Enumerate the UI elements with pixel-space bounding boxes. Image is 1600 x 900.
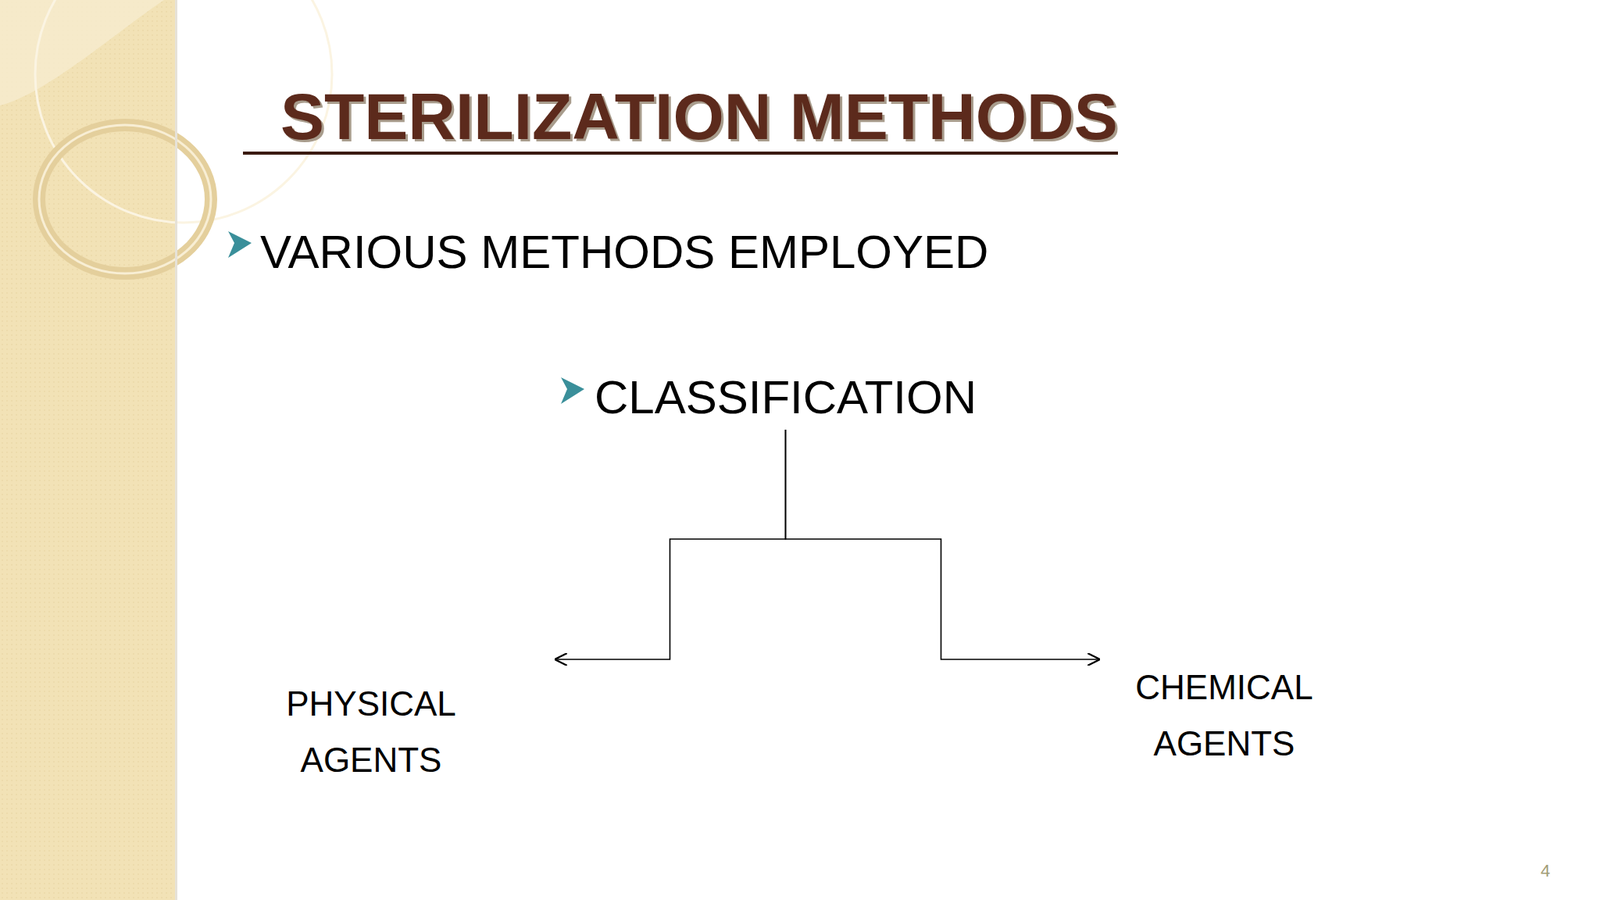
bullet-text: VARIOUS METHODS EMPLOYED [260,224,989,281]
panel-edge [175,0,178,900]
branch-arrow [554,429,786,660]
panel-arc [0,0,165,106]
panel-ring [39,125,211,274]
bullet-arrow [228,231,252,258]
branch-arrow [785,429,1100,660]
node-text: PHYSICAL AGENTS [257,675,485,789]
node-text: CHEMICAL AGENTS [1110,659,1338,772]
node-text: CLASSIFICATION [594,370,977,425]
category-heading: CLASSIFICATION [589,370,982,425]
category-box: CHEMICAL AGENTS [1100,640,1338,780]
slide-title: STERILIZATION METHODS [242,81,1118,155]
bullet-arrow [560,377,585,404]
category-box: PHYSICAL AGENTS [257,640,555,797]
panel-ring [39,125,211,274]
page-number: 4 [1540,860,1550,882]
